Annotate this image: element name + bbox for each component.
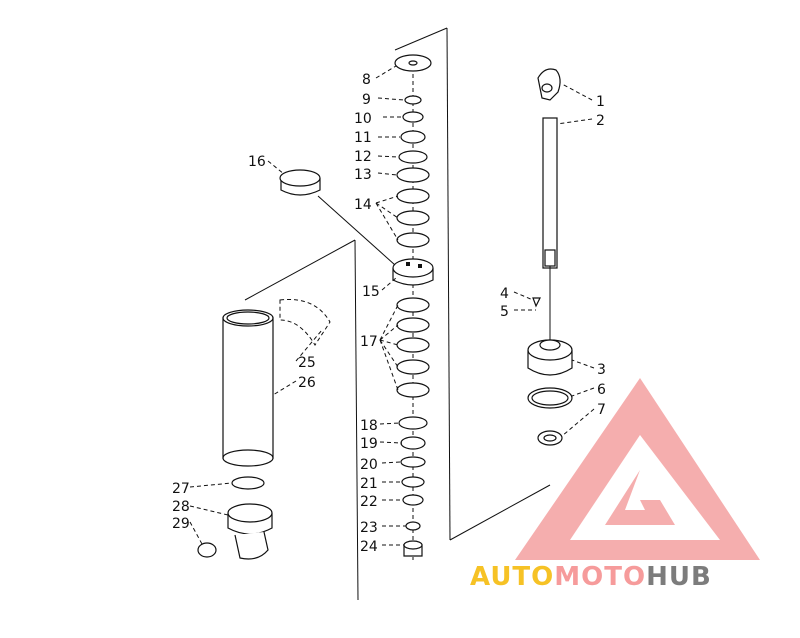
label-25: 25 <box>298 355 316 371</box>
label-27: 27 <box>172 481 190 497</box>
left-tube-frame <box>244 239 359 601</box>
label-2: 2 <box>596 113 605 129</box>
label-7: 7 <box>597 402 606 418</box>
label-9: 9 <box>362 92 371 108</box>
label-4: 4 <box>500 286 509 302</box>
leader-lines <box>189 65 595 546</box>
label-14: 14 <box>354 197 372 213</box>
label-10: 10 <box>354 111 372 127</box>
center-stack <box>392 54 434 560</box>
label-17: 17 <box>360 334 378 350</box>
label-16: 16 <box>248 154 266 170</box>
label-19: 19 <box>360 436 378 452</box>
label-3: 3 <box>597 362 606 378</box>
label-24: 24 <box>360 539 378 555</box>
label-5: 5 <box>500 304 509 320</box>
label-8: 8 <box>362 72 371 88</box>
logo-text-moto: MOTO <box>554 562 646 592</box>
cap-16 <box>279 169 396 266</box>
label-29: 29 <box>172 516 190 532</box>
logo-text-auto: AUTO <box>470 562 554 592</box>
label-1: 1 <box>596 94 605 110</box>
shaft-assembly <box>527 68 573 446</box>
center-column-frame <box>394 27 551 541</box>
label-6: 6 <box>597 382 606 398</box>
label-13: 13 <box>354 167 372 183</box>
watermark-logo: AUTOMOTOHUB <box>470 378 760 592</box>
label-11: 11 <box>354 130 372 146</box>
part-labels: 1 2 3 4 5 6 7 8 9 10 11 12 13 14 15 16 1… <box>172 72 606 555</box>
label-26: 26 <box>298 375 316 391</box>
reservoir-tube <box>222 298 331 467</box>
label-21: 21 <box>360 476 378 492</box>
label-20: 20 <box>360 457 378 473</box>
label-22: 22 <box>360 494 378 510</box>
label-28: 28 <box>172 499 190 515</box>
logo-triangle-icon <box>515 378 760 560</box>
label-18: 18 <box>360 418 378 434</box>
label-12: 12 <box>354 149 372 165</box>
logo-text-hub: HUB <box>646 562 712 592</box>
svg-text:AUTOMOTOHUB: AUTOMOTOHUB <box>470 562 712 592</box>
label-15: 15 <box>362 284 380 300</box>
label-23: 23 <box>360 520 378 536</box>
bottom-cap-assembly <box>197 476 273 560</box>
